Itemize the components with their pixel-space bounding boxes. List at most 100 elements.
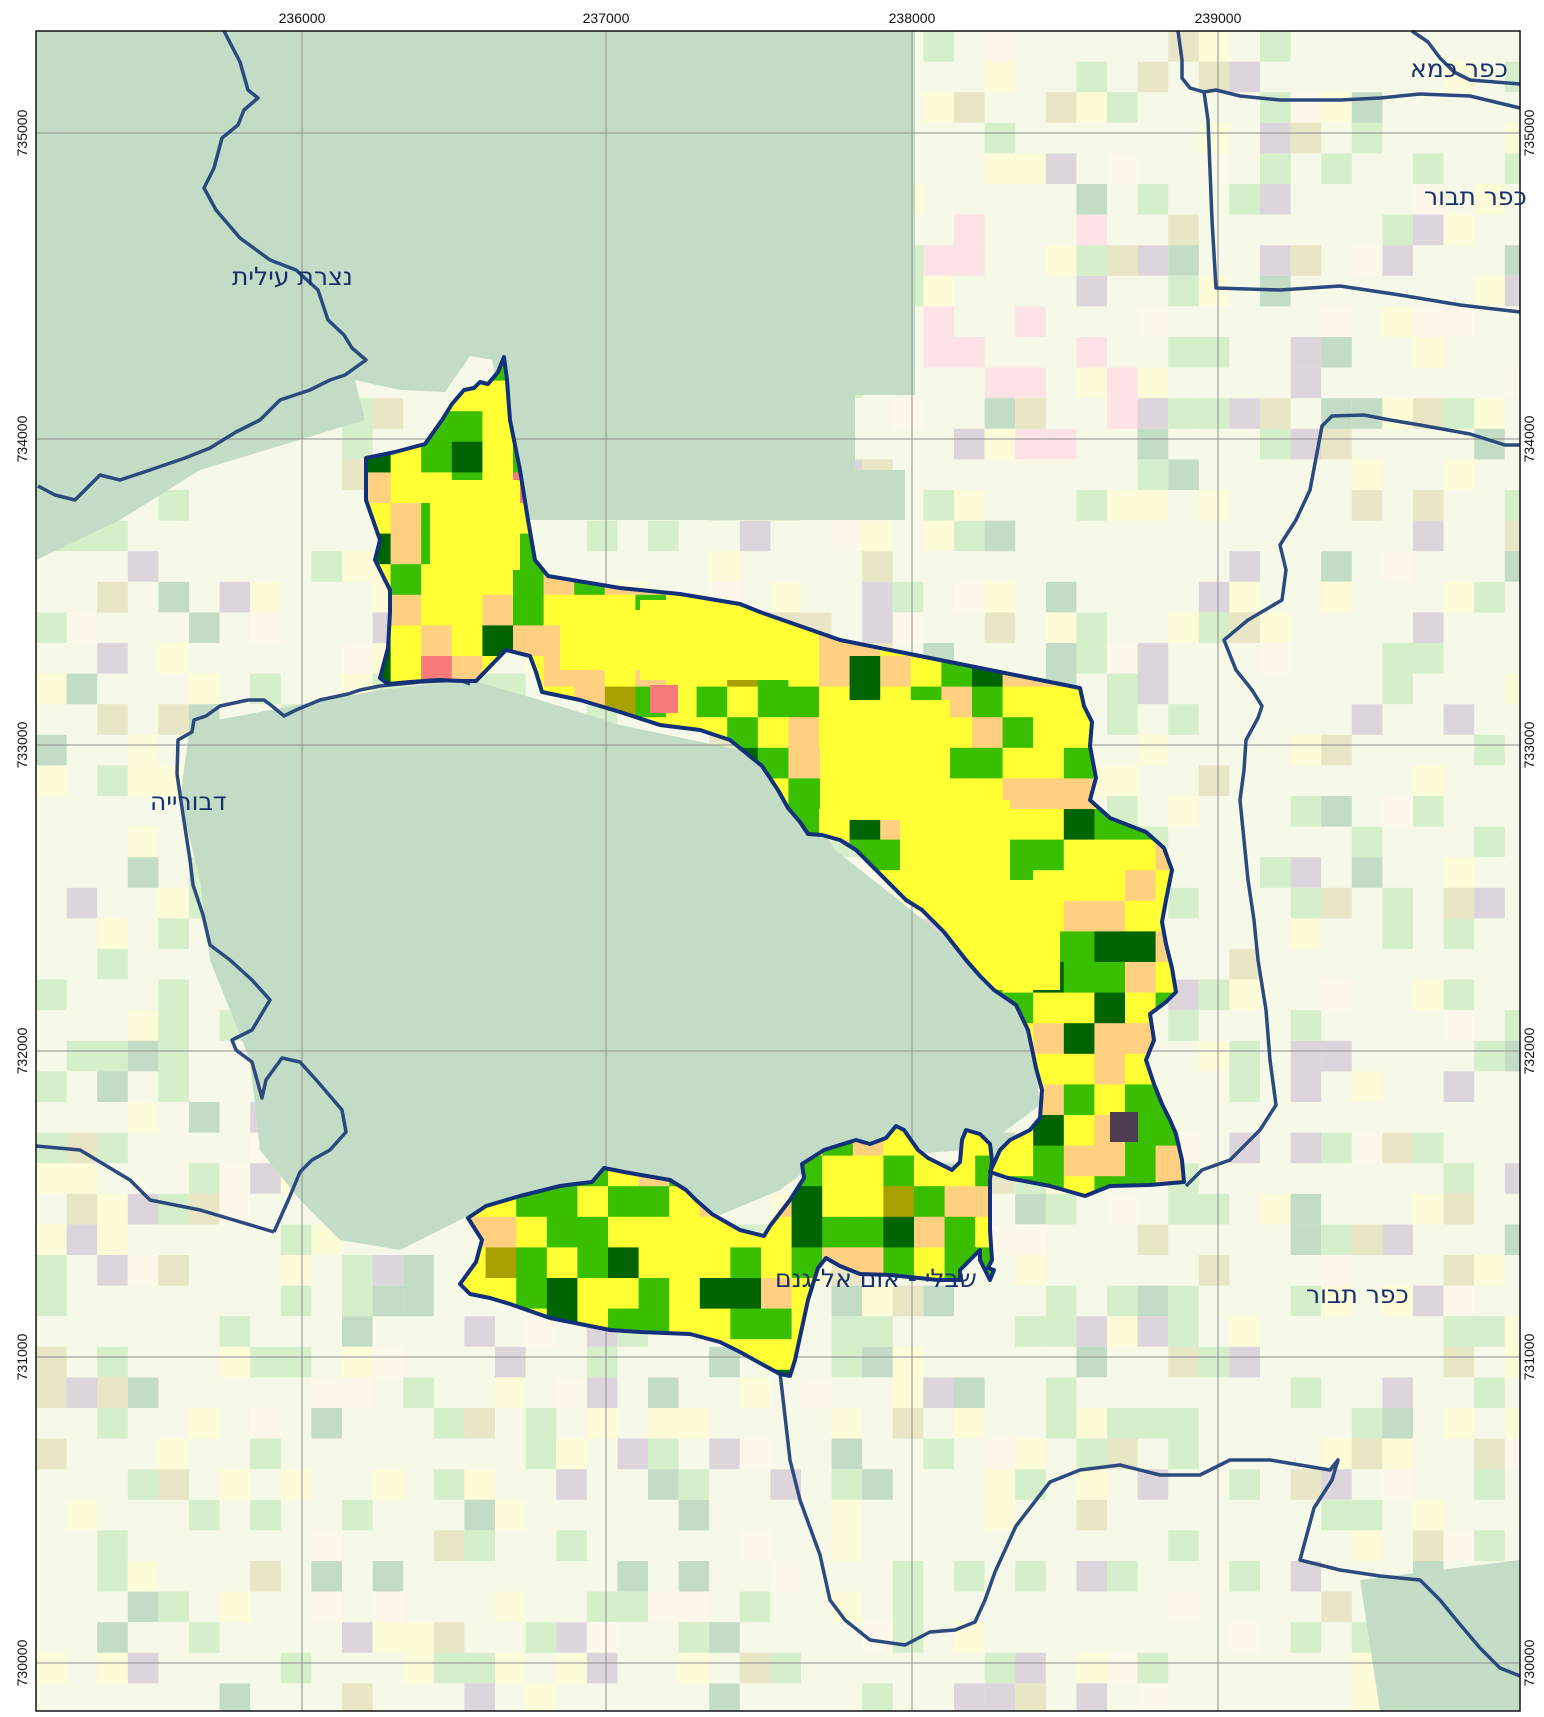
- suitability-cell: [1063, 1023, 1095, 1055]
- land-cover-cell: [1413, 1132, 1444, 1164]
- land-cover-cell: [1137, 1224, 1169, 1255]
- land-cover-cell: [372, 398, 404, 429]
- land-cover-cell: [648, 1408, 679, 1439]
- land-cover-cell: [97, 1408, 128, 1439]
- land-cover-cell: [1413, 337, 1444, 368]
- land-cover-cell: [1290, 734, 1322, 766]
- land-cover-cell: [1137, 1683, 1169, 1711]
- land-cover-cell: [127, 1377, 159, 1408]
- land-cover-cell: [1351, 826, 1383, 858]
- land-cover-cell: [1137, 306, 1169, 337]
- land-cover-cell: [1229, 1469, 1260, 1500]
- land-cover-cell: [280, 1652, 312, 1684]
- land-cover-cell: [617, 1438, 648, 1470]
- land-cover-cell: [495, 1499, 526, 1531]
- place-labels: כפר כמא כפר תבור נצרת עילית דבורייה כפר …: [150, 54, 1527, 1309]
- land-cover-cell: [1137, 367, 1169, 399]
- land-cover-cell: [984, 581, 1016, 613]
- land-cover-cell: [1443, 398, 1475, 429]
- land-cover-cell: [1290, 1469, 1322, 1500]
- land-cover-cell: [1504, 1346, 1520, 1378]
- land-cover-cell: [1413, 796, 1444, 827]
- land-cover-cell: [1290, 1010, 1322, 1041]
- land-cover-cell: [1015, 367, 1046, 399]
- land-cover-cell: [1504, 673, 1520, 705]
- land-cover-cell: [586, 1622, 618, 1653]
- land-cover-cell: [1290, 245, 1322, 276]
- land-cover-cell: [862, 520, 893, 552]
- suitability-cell: [546, 1186, 578, 1218]
- study-area-south-suitability: [460, 1126, 994, 1376]
- land-cover-cell: [862, 1683, 893, 1711]
- land-cover-cell: [1504, 551, 1520, 582]
- land-cover-cell: [984, 1438, 1016, 1470]
- land-cover-cell: [66, 1499, 98, 1531]
- land-cover-cell: [923, 245, 954, 276]
- suitability-cell: [638, 1247, 670, 1279]
- place-label-kfar-tavor-south: כפר תבור: [1306, 1280, 1409, 1309]
- suitability-cell: [577, 1278, 609, 1310]
- land-cover-cell: [892, 1285, 924, 1317]
- suitability-cell: [788, 717, 820, 749]
- land-cover-cell: [1045, 245, 1077, 276]
- land-cover-cell: [372, 1346, 404, 1378]
- land-cover-cell: [342, 428, 373, 460]
- land-cover-cell: [1076, 612, 1107, 643]
- land-cover-cell: [923, 306, 954, 337]
- land-cover-cell: [1413, 1285, 1444, 1317]
- land-cover-cell: [189, 612, 220, 643]
- land-cover-cell: [66, 612, 98, 643]
- land-cover-cell: [1443, 1010, 1475, 1041]
- land-cover-cell: [862, 612, 893, 643]
- land-cover-cell: [1229, 979, 1260, 1011]
- land-cover-cell: [1168, 1530, 1199, 1561]
- land-cover-cell: [158, 643, 189, 674]
- land-cover-cell: [464, 1652, 495, 1684]
- suitability-cell: [669, 1216, 701, 1248]
- land-cover-cell: [984, 428, 1016, 460]
- suitability-cell: [727, 686, 759, 718]
- land-cover-cell: [1321, 428, 1352, 460]
- land-cover-cell: [372, 1285, 404, 1317]
- land-cover-cell: [648, 1469, 679, 1500]
- y-tick-label: 733000: [14, 721, 30, 768]
- suitability-cell: [880, 656, 912, 688]
- land-cover-cell: [739, 1591, 771, 1623]
- land-cover-cell: [984, 612, 1016, 643]
- land-cover-cell: [127, 765, 159, 796]
- built-area-east: [1360, 1560, 1520, 1711]
- land-cover-cell: [1107, 490, 1138, 521]
- land-cover-cell: [1351, 122, 1383, 154]
- suitability-cell: [546, 1278, 578, 1310]
- land-cover-cell: [1504, 1010, 1520, 1041]
- land-cover-cell: [525, 1408, 557, 1439]
- land-cover-cell: [1474, 1040, 1505, 1072]
- land-cover-cell: [342, 1622, 373, 1653]
- land-cover-cell: [954, 1683, 985, 1711]
- suitability-cell: [1063, 1084, 1095, 1116]
- land-cover-cell: [556, 1377, 587, 1408]
- land-cover-cell: [36, 1071, 67, 1102]
- land-cover-cell: [862, 1285, 893, 1317]
- land-cover-cell: [1229, 184, 1260, 215]
- land-cover-cell: [678, 1591, 710, 1623]
- x-tick-label: 237000: [583, 10, 630, 26]
- land-cover-cell: [984, 367, 1016, 399]
- land-cover-cell: [464, 1683, 495, 1711]
- land-cover-cell: [923, 520, 954, 552]
- land-cover-cell: [1107, 765, 1138, 796]
- place-label-kfar-kama: כפר כמא: [1410, 54, 1508, 83]
- land-cover-cell: [1413, 1193, 1444, 1225]
- suitability-cell: [577, 1186, 609, 1218]
- land-cover-cell: [984, 1469, 1016, 1500]
- land-cover-cell: [1443, 704, 1475, 735]
- land-cover-cell: [342, 1683, 373, 1711]
- suitability-cell-dark: [1110, 1112, 1138, 1142]
- land-cover-cell: [1443, 459, 1475, 490]
- land-cover-cell: [1045, 1408, 1077, 1439]
- boundary-south: [762, 1259, 1521, 1678]
- land-cover-cell: [1321, 1499, 1352, 1531]
- land-cover-cell: [1107, 245, 1138, 276]
- land-cover-cell: [1504, 122, 1520, 154]
